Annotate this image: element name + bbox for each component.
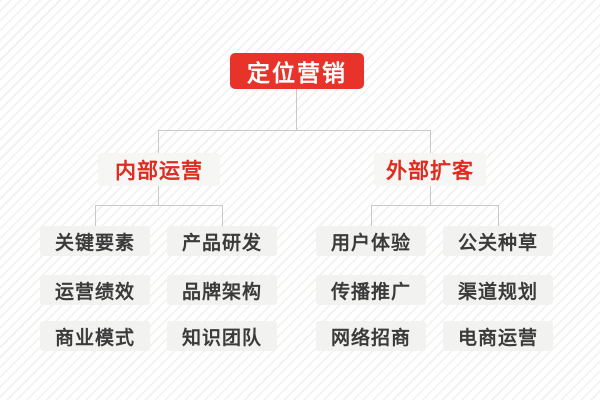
leaf-node: 知识团队 [167, 321, 277, 351]
leaf-node: 渠道规划 [443, 275, 553, 305]
leaf-node: 网络招商 [316, 321, 426, 351]
root-node: 定位营销 [230, 53, 364, 89]
leaf-node: 用户体验 [316, 226, 426, 256]
connector-line [371, 205, 372, 226]
connector-line [430, 130, 431, 153]
branch-node-external-expansion: 外部扩客 [374, 153, 486, 186]
connector-line [430, 186, 431, 205]
connector-line [158, 130, 159, 153]
leaf-node: 传播推广 [316, 275, 426, 305]
leaf-node: 商业模式 [40, 321, 150, 351]
connector-line [498, 205, 499, 226]
connector-line [95, 205, 96, 226]
branch-node-internal-operations: 内部运营 [98, 153, 220, 186]
connector-line [158, 130, 431, 131]
leaf-node: 公关种草 [443, 226, 553, 256]
connector-line [222, 205, 223, 226]
leaf-node: 电商运营 [443, 321, 553, 351]
leaf-node: 品牌架构 [167, 275, 277, 305]
connector-line [296, 89, 297, 130]
leaf-node: 关键要素 [40, 226, 150, 256]
connector-line [158, 186, 159, 205]
connector-line [371, 205, 499, 206]
leaf-node: 运营绩效 [40, 275, 150, 305]
leaf-node: 产品研发 [167, 226, 277, 256]
connector-line [95, 205, 223, 206]
